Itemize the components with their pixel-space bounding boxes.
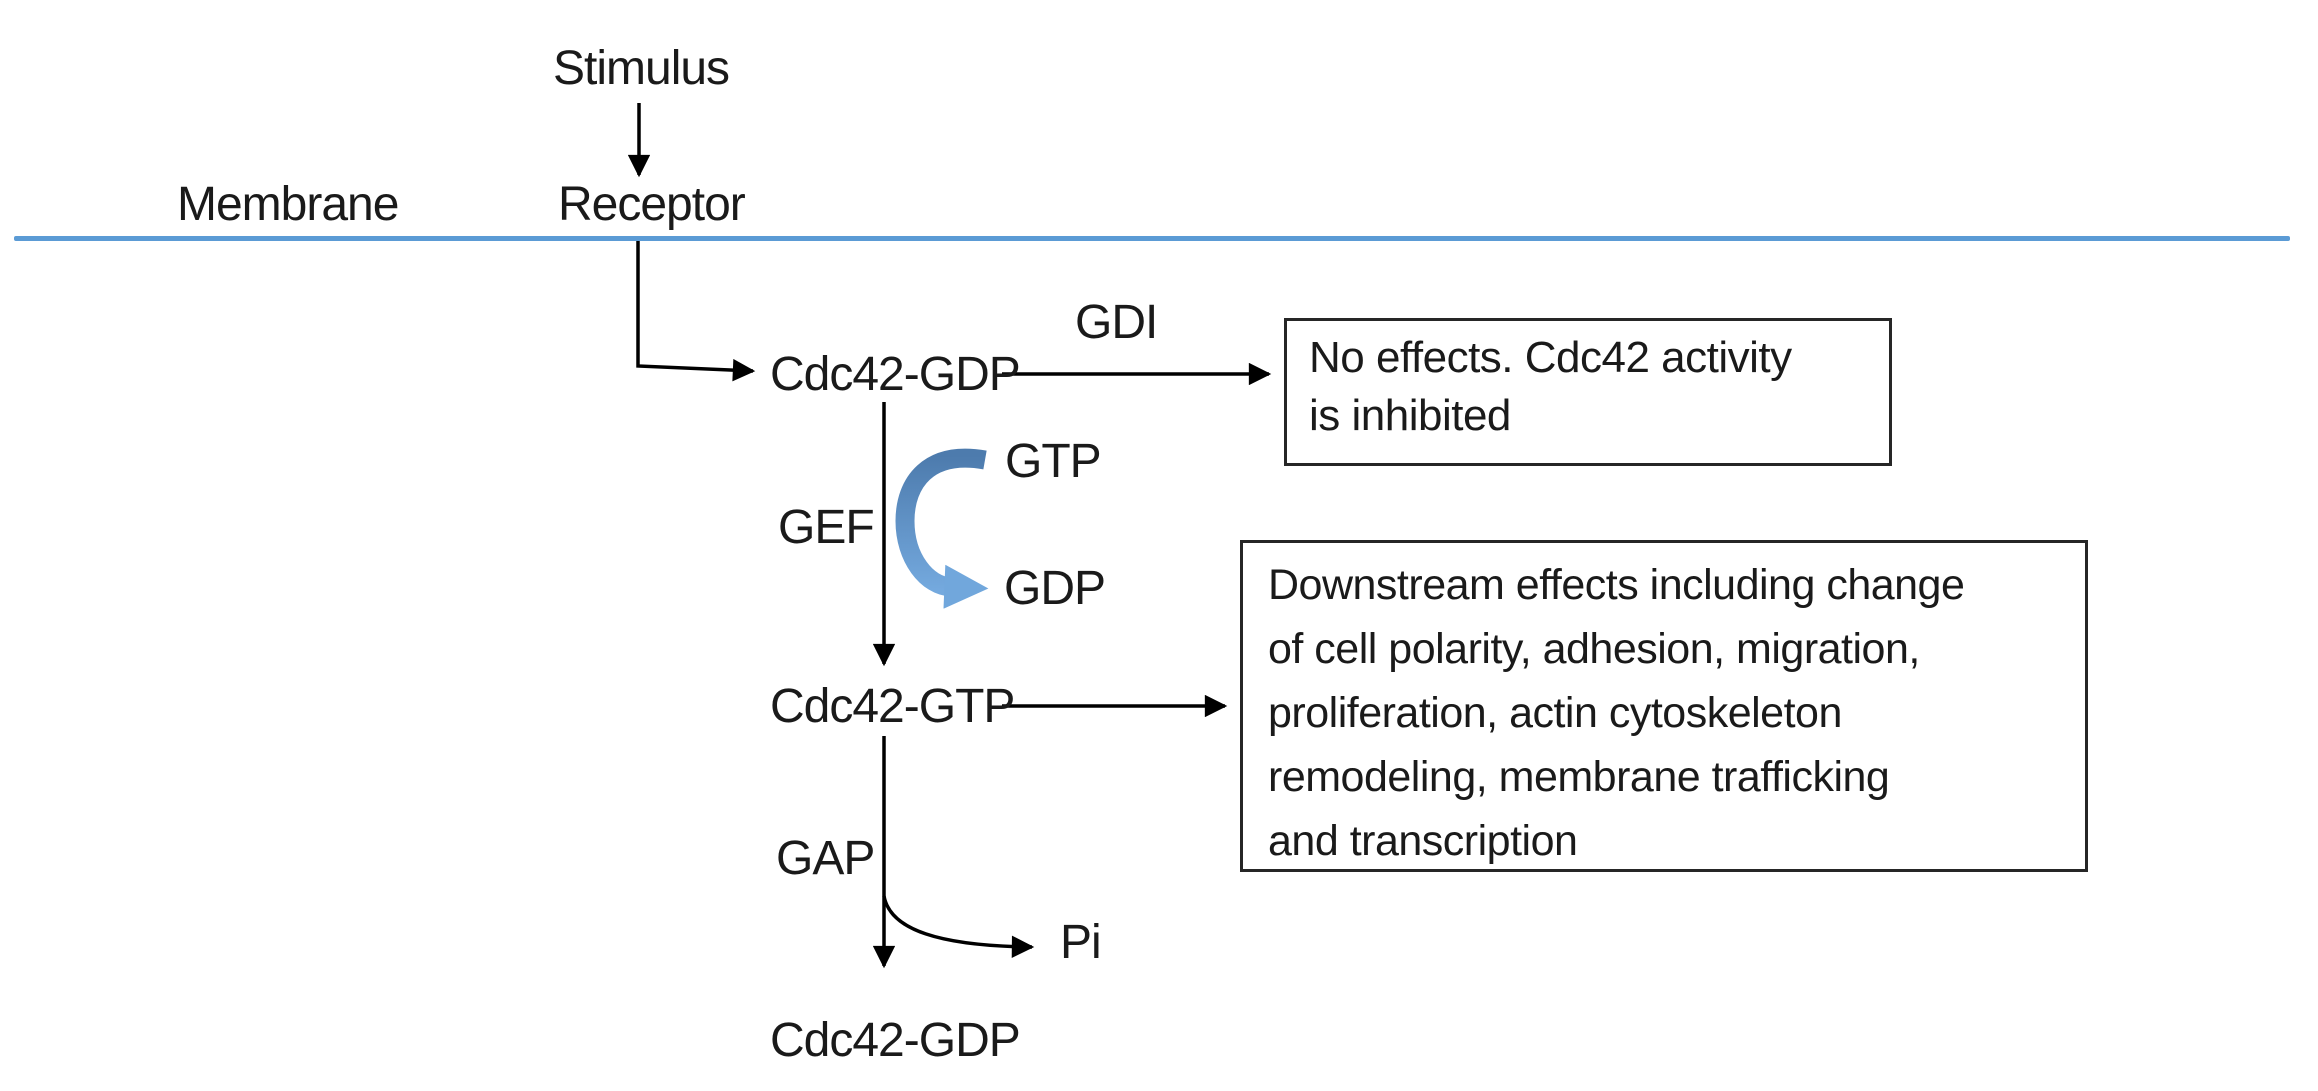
downstream-box-line-4: remodeling, membrane trafficking bbox=[1268, 753, 1890, 801]
downstream-box-line-3: proliferation, actin cytoskeleton bbox=[1268, 689, 1842, 737]
gef-label: GEF bbox=[778, 501, 875, 554]
cdc42-gtp-label: Cdc42-GTP bbox=[770, 680, 1015, 733]
gdi-label: GDI bbox=[1075, 296, 1158, 349]
arrow-pi-branch bbox=[882, 895, 1035, 958]
arrow-receptor-to-cdc42gdp bbox=[636, 241, 756, 382]
receptor-label: Receptor bbox=[558, 178, 746, 231]
downstream-effects-box: Downstream effects including change of c… bbox=[1240, 540, 2088, 872]
no-effects-box-line-1: No effects. Cdc42 activity bbox=[1309, 333, 1792, 382]
gtp-label: GTP bbox=[1005, 435, 1102, 488]
gtp-gdp-cycle-arrow bbox=[895, 448, 989, 609]
no-effects-box-line-2: is inhibited bbox=[1309, 391, 1511, 440]
cdc42-gdp-bottom-label: Cdc42-GDP bbox=[770, 1014, 1021, 1067]
gap-label: GAP bbox=[776, 832, 875, 885]
stimulus-label: Stimulus bbox=[553, 42, 730, 95]
downstream-box-line-2: of cell polarity, adhesion, migration, bbox=[1268, 625, 1920, 673]
membrane-label: Membrane bbox=[177, 178, 399, 231]
cdc42-gdp-top-label: Cdc42-GDP bbox=[770, 348, 1021, 401]
no-effects-box: No effects. Cdc42 activity is inhibited bbox=[1284, 318, 1892, 466]
gdp-label: GDP bbox=[1004, 562, 1106, 615]
membrane-line bbox=[14, 236, 2290, 241]
downstream-box-line-1: Downstream effects including change bbox=[1268, 561, 1965, 609]
downstream-box-line-5: and transcription bbox=[1268, 817, 1578, 865]
pi-label: Pi bbox=[1060, 916, 1102, 969]
